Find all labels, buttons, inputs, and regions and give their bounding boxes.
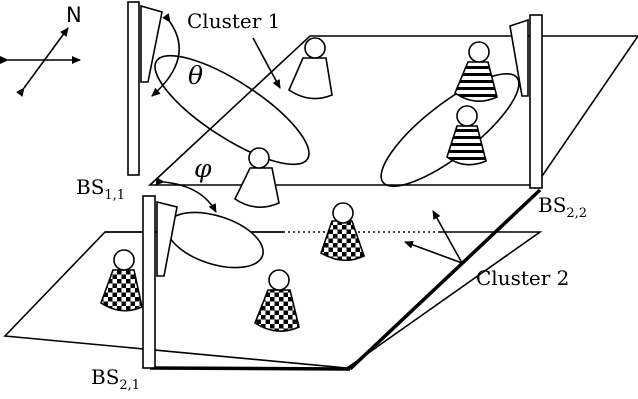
bs21-label-sub: 2,1 <box>119 378 140 393</box>
user-cluster2-checkered-b <box>100 249 143 312</box>
user-cluster2-striped-b <box>446 105 487 166</box>
beam-bs22 <box>380 73 520 187</box>
user-cluster2-checkered-c <box>254 269 300 332</box>
bs22-label-main: BS <box>538 193 566 217</box>
beam-bs11-upper <box>154 54 310 166</box>
phi-angle-arc <box>155 177 217 213</box>
bs22-label-sub: 2,2 <box>566 206 587 221</box>
cluster2-pointer-arrows <box>404 210 463 264</box>
theta-label: θ <box>188 61 203 90</box>
bs21-label: BS2,1 <box>91 365 140 393</box>
base-station-bs11 <box>127 1 163 176</box>
user-cluster1-a <box>287 37 333 100</box>
bs11-label-main: BS <box>76 175 104 199</box>
bs11-label: BS1,1 <box>76 175 125 203</box>
base-station-bs22 <box>509 14 543 189</box>
cluster1-label: Cluster 1 <box>187 9 280 33</box>
bs21-label-main: BS <box>91 365 119 389</box>
user-cluster2-checkered-a <box>320 202 365 262</box>
bs22-label: BS2,2 <box>538 193 587 221</box>
cluster1-pointer-arrow <box>252 37 281 89</box>
base-station-bs21 <box>142 195 178 369</box>
user-cluster2-striped-a <box>454 41 498 102</box>
bs11-label-sub: 1,1 <box>104 188 125 203</box>
compass-arrows-icon: N <box>0 3 82 97</box>
upper-floor-plane <box>147 35 638 186</box>
user-cluster1-b <box>233 147 280 208</box>
phi-label: φ <box>194 154 212 183</box>
theta-angle-arc <box>151 13 180 97</box>
north-label: N <box>66 3 82 27</box>
cluster2-label: Cluster 2 <box>476 266 569 290</box>
